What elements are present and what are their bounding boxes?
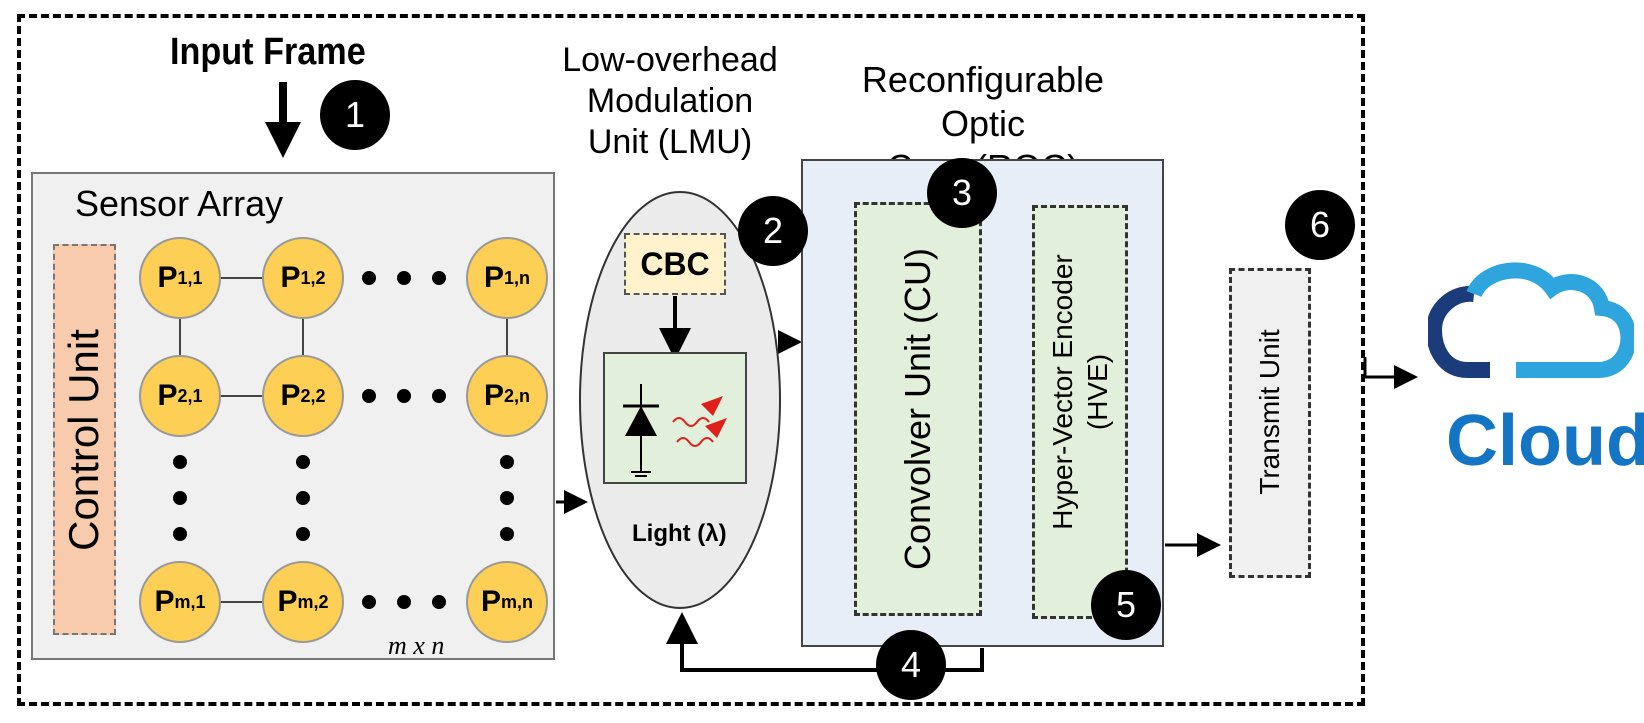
down-arrow-icon [265, 122, 301, 158]
system-boundary [17, 14, 1365, 706]
light-label: Light (λ) [632, 520, 727, 547]
photodiode-icon [623, 384, 727, 477]
pixel-node-index: 1,2 [300, 267, 326, 288]
dot [173, 491, 187, 505]
input-frame-label: Input Frame [170, 31, 366, 73]
light-source [603, 352, 747, 484]
dot [500, 491, 514, 505]
dot [362, 595, 376, 609]
dot [362, 271, 376, 285]
pixel-node-base: P [483, 379, 504, 412]
dot [397, 595, 411, 609]
dot [296, 527, 310, 541]
hve-label: Hyper-Vector Encoder (HVE) [1047, 254, 1113, 530]
cloud-label: Cloud [1446, 401, 1644, 481]
pixel-node-base: P [483, 261, 504, 294]
pixel-node-base: P [154, 585, 175, 618]
pixel-node-base: P [280, 379, 301, 412]
control-unit [53, 244, 116, 635]
sensor-array-label: Sensor Array [75, 183, 284, 224]
pixel-node-base: P [157, 261, 178, 294]
pixel-node-base: P [480, 585, 501, 618]
step-badge: 5 [1091, 570, 1161, 640]
step-badge: 6 [1285, 190, 1355, 260]
cbc-box: CBC [624, 233, 726, 295]
pixel-node-index: 2,1 [177, 385, 203, 406]
pixel-node-index: 1,n [504, 267, 531, 288]
dot [397, 389, 411, 403]
pixel-node-index: m,2 [297, 591, 329, 612]
convolver-unit [854, 202, 982, 616]
dot [296, 491, 310, 505]
step-badge: 4 [876, 630, 946, 700]
transmit-unit [1229, 268, 1311, 578]
step-badge: 3 [927, 158, 997, 228]
cloud-icon [1428, 262, 1634, 378]
dot [500, 455, 514, 469]
pixel-node-index: 1,1 [177, 267, 203, 288]
step-badge: 1 [320, 80, 390, 150]
dot [173, 527, 187, 541]
dot [397, 271, 411, 285]
dot [173, 455, 187, 469]
hve-box [1032, 205, 1128, 619]
lmu-label: Low-overhead Modulation Unit (LMU) [562, 41, 778, 161]
cu-label: Convolver Unit (CU) [897, 247, 938, 571]
pixel-node-base: P [157, 379, 178, 412]
transmit-label: Transmit Unit [1254, 329, 1285, 495]
dot [500, 527, 514, 541]
laser-wave-icon [672, 417, 714, 447]
dot [432, 271, 446, 285]
pixel-node-index: 2,2 [300, 385, 326, 406]
step-badge: 2 [738, 196, 808, 266]
dimension-label: m x n [388, 631, 445, 660]
pixel-node-index: m,1 [174, 591, 206, 612]
pixel-node-index: 2,n [504, 385, 531, 406]
dot [432, 389, 446, 403]
dot [296, 455, 310, 469]
dot [432, 595, 446, 609]
pixel-node-base: P [280, 261, 301, 294]
dot [362, 389, 376, 403]
pixel-node-base: P [277, 585, 298, 618]
pixel-node-index: m,n [501, 591, 534, 612]
